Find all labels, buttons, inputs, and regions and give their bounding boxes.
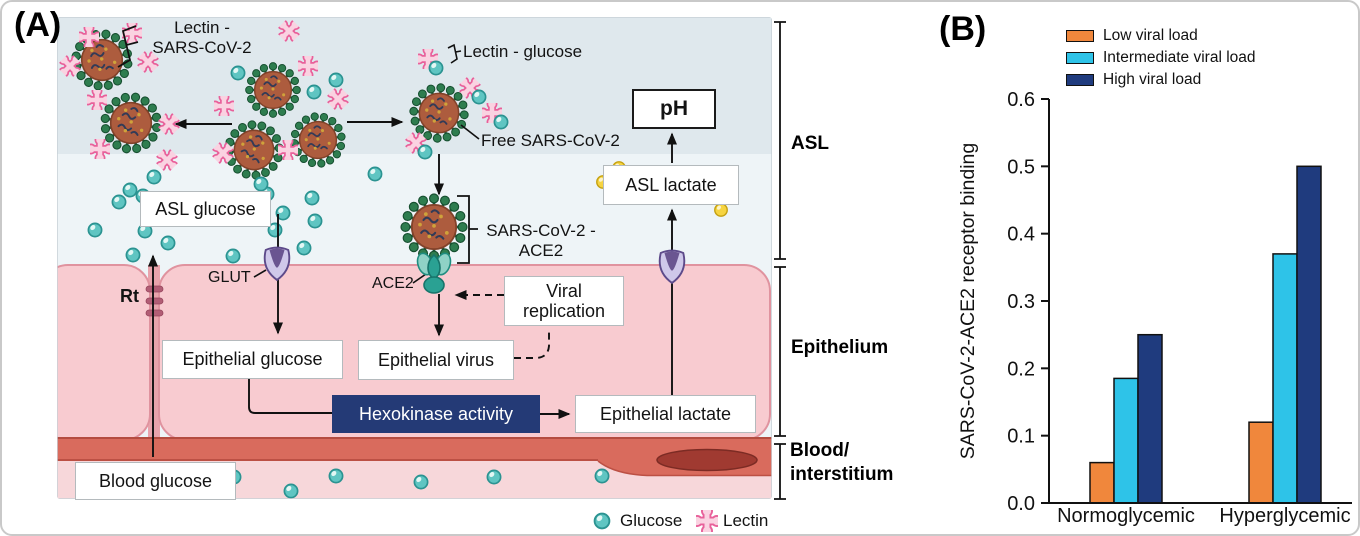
- vessel-top-edge: [57, 437, 772, 440]
- glut-label: GLUT: [208, 269, 251, 286]
- y-tick-label: 0.4: [1007, 224, 1035, 246]
- glucose-legend-label: Glucose: [620, 511, 683, 530]
- section-blood-line2: interstitium: [790, 463, 894, 485]
- bracket-sars-ace2: [457, 195, 478, 264]
- epithelial-lactate-box: Epithelial lactate: [575, 395, 756, 433]
- section-blood: Blood/ interstitium: [790, 439, 893, 487]
- y-tick-label: 0.1: [1007, 426, 1035, 448]
- y-tick-label: 0.3: [1007, 291, 1035, 313]
- bar-normoglycemic-intermediate-viral-load: [1113, 377, 1139, 504]
- vessel-bulge-edge: [597, 460, 772, 477]
- y-tick-label: 0.6: [1007, 89, 1035, 111]
- lectin-sars-label: Lectin - SARS-CoV-2: [147, 18, 257, 57]
- free-sars-label: Free SARS-CoV-2: [481, 131, 620, 150]
- bracket-lectin-sars: [117, 25, 139, 68]
- section-epithelium: Epithelium: [791, 337, 889, 358]
- bar-hyperglycemic-high-viral-load: [1296, 165, 1322, 504]
- lectin-legend-label: Lectin: [723, 511, 769, 530]
- asl-upper-band: [57, 17, 772, 154]
- rt-label: Rt: [120, 286, 139, 306]
- section-blood-line1: Blood/: [790, 440, 850, 461]
- y-axis-label: SARS-CoV-2-ACE2 receptor binding: [957, 143, 979, 460]
- asl-lactate-box: ASL lactate: [603, 165, 739, 205]
- lectin-glucose-label: Lectin - glucose: [463, 42, 583, 61]
- panel-b-label: (B): [939, 10, 987, 48]
- pointer-free-sars: [460, 124, 480, 140]
- legend-label-high: High viral load: [1103, 71, 1202, 88]
- epithelial-virus-box: Epithelial virus: [358, 340, 514, 380]
- bracket-blood: [774, 443, 786, 500]
- sars-ace2-line2: ACE2: [518, 240, 564, 260]
- legend-item-intermediate: Intermediate viral load: [1066, 49, 1256, 67]
- blood-vessel: [57, 439, 772, 461]
- ace2-label: ACE2: [372, 275, 414, 292]
- bracket-asl: [774, 21, 786, 260]
- ph-box: pH: [632, 89, 716, 129]
- legend-swatch-high: [1066, 74, 1094, 86]
- chart-legend: Low viral load Intermediate viral load H…: [1066, 27, 1256, 89]
- legend-label-low: Low viral load: [1103, 27, 1198, 44]
- section-asl: ASL: [791, 133, 829, 154]
- x-category-label-normoglycemic: Normoglycemic: [1057, 505, 1195, 527]
- pointer-glut: [253, 269, 267, 278]
- epithelial-glucose-box: Epithelial glucose: [162, 340, 343, 379]
- tight-junction-icon: [145, 285, 164, 317]
- asl-glucose-box: ASL glucose: [140, 191, 271, 227]
- pointer-ace2: [412, 273, 427, 284]
- pointer-lines: [117, 25, 480, 284]
- x-category-label-hyperglycemic: Hyperglycemic: [1219, 505, 1350, 527]
- bar-normoglycemic-high-viral-load: [1137, 333, 1163, 504]
- viral-replication-box: Viral replication: [504, 276, 624, 326]
- legend-item-high: High viral load: [1066, 71, 1256, 89]
- hexokinase-box: Hexokinase activity: [332, 395, 540, 433]
- y-tick-label: 0.5: [1007, 156, 1035, 178]
- y-tick-label: 0.2: [1007, 358, 1035, 380]
- y-tick-label: 0.0: [1007, 493, 1035, 515]
- bracket-epithelium: [774, 266, 786, 437]
- lectin-sars-line2: SARS-CoV-2: [152, 37, 252, 57]
- red-blood-cell-icon: [656, 448, 758, 472]
- ace2-receptor-icon: [416, 252, 452, 294]
- vessel-bottom-edge: [57, 459, 598, 461]
- blood-glucose-box: Blood glucose: [75, 462, 236, 500]
- sars-ace2-line1: SARS-CoV-2 -: [486, 221, 596, 240]
- bar-normoglycemic-low-viral-load: [1089, 461, 1115, 504]
- legend-item-low: Low viral load: [1066, 27, 1256, 45]
- legend-swatch-intermediate: [1066, 52, 1094, 64]
- bar-hyperglycemic-low-viral-load: [1248, 421, 1274, 504]
- legend-swatch-low: [1066, 30, 1094, 42]
- section-brackets: [774, 21, 786, 500]
- lectin-sars-line1: Lectin -: [174, 18, 230, 37]
- legend-label-intermediate: Intermediate viral load: [1103, 49, 1256, 66]
- panel-a-label: (A): [14, 6, 62, 44]
- dashed-link-virus-replication: [514, 328, 550, 359]
- link-glucose-hexokinase: [248, 379, 332, 414]
- sars-ace2-label: SARS-CoV-2 - ACE2: [482, 221, 600, 260]
- bracket-lectin-glucose: [447, 43, 462, 64]
- bar-hyperglycemic-intermediate-viral-load: [1272, 253, 1298, 504]
